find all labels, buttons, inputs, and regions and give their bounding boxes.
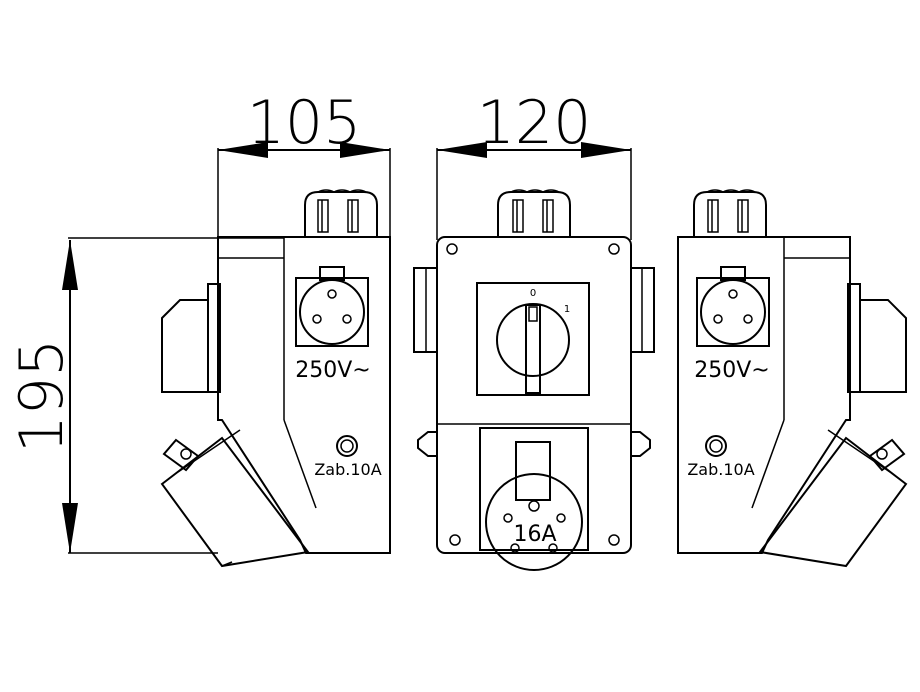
right-fuse: Zab.10A [687,435,755,479]
front-view: 0 1 16A [413,189,655,571]
right-body [677,236,851,554]
switch-on-label: 1 [564,304,570,315]
dimension-120: 120 [436,88,632,240]
dim-195-label: 195 [7,339,77,454]
left-angled-socket [160,429,310,568]
left-voltage-label: 250V~ [295,358,370,383]
right-socket-panel: 250V~ [694,266,770,383]
right-side-handle [847,283,907,393]
right-side-view: 250V~ Zab.10A [677,189,908,568]
socket-16a: 16A [479,427,589,571]
rotary-switch: 0 1 [476,282,590,396]
dimension-105: 105 [217,88,391,240]
dim-105-label: 105 [247,88,362,158]
front-enclosure [436,236,632,554]
left-cable-gland [304,189,378,237]
screw-bottom-left [449,534,461,546]
right-cable-gland [693,189,767,237]
left-fuse-label: Zab.10A [314,460,381,479]
right-fuse-label: Zab.10A [687,460,754,479]
left-fuse: Zab.10A [314,435,382,479]
screw-bottom-right [608,534,620,546]
left-socket-panel: 250V~ [295,266,371,383]
switch-off-label: 0 [530,288,536,299]
right-angled-socket [758,429,908,568]
screw-top-left [446,243,458,255]
left-side-view: 250V~ Zab.10A [160,189,391,568]
front-cable-gland [497,189,571,237]
left-side-handle [161,283,221,393]
dimension-195: 195 [7,237,284,554]
right-voltage-label: 250V~ [694,358,769,383]
dim-120-label: 120 [477,88,592,158]
screw-top-right [608,243,620,255]
left-body [217,236,391,554]
socket-rating-label: 16A [513,522,556,547]
